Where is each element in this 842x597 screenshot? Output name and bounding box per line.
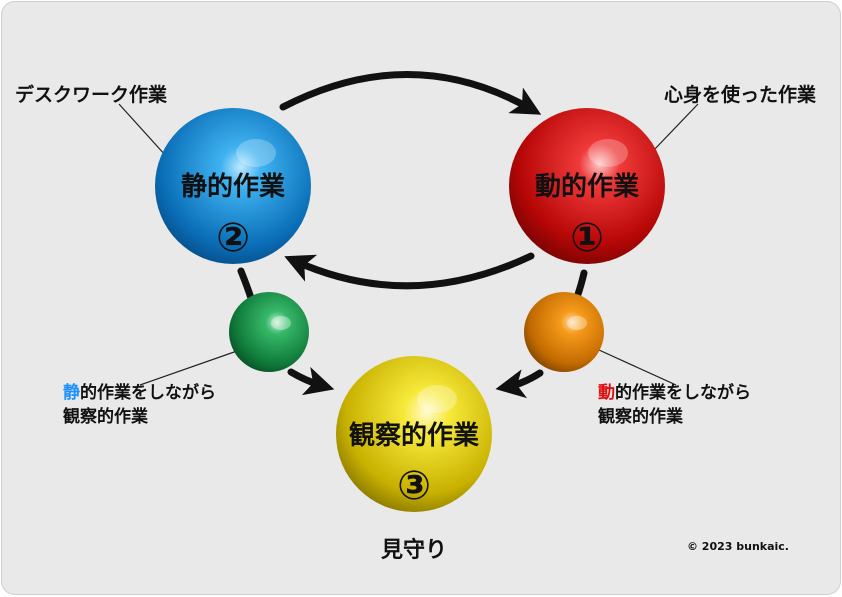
dynamic-ball-number: ① (570, 215, 604, 261)
static-ball-title: 静的作業 (181, 171, 285, 202)
green-note-line1: 静的作業をしながら (63, 382, 216, 403)
orange-connector-ball (524, 292, 604, 372)
dynamic-work-ball (509, 108, 665, 264)
observe-ball-title: 観察的作業 (349, 420, 479, 451)
observe-work-ball (336, 356, 492, 512)
dynamic-ball-highlight (588, 139, 628, 167)
green-note-highlight: 静 (63, 382, 80, 403)
leader-line-orange-note (598, 349, 677, 386)
orange-note-line2: 観察的作業 (598, 406, 683, 427)
orange-note-highlight: 動 (598, 382, 615, 403)
connector-static-to-green (237, 267, 255, 302)
arrow-orange-to-observe (495, 369, 544, 399)
observe-ball-highlight (417, 385, 457, 413)
green-ball-highlight (271, 316, 291, 330)
static-ball-highlight (236, 139, 276, 167)
connector-dynamic-to-orange (573, 269, 588, 301)
leader-line-body-work (652, 103, 699, 152)
leader-line-green-note (139, 350, 238, 386)
arrow-static-to-dynamic (279, 71, 542, 115)
orange-note-rest: 的作業をしながら (615, 382, 751, 403)
observe-ball-number: ③ (397, 463, 431, 509)
green-note-rest: 的作業をしながら (80, 382, 216, 403)
static-ball-number: ② (216, 215, 250, 261)
body-work-label: 心身を使った作業 (664, 83, 817, 106)
arrow-dynamic-to-static (284, 252, 535, 290)
green-connector-ball (229, 292, 309, 372)
orange-ball-highlight (567, 316, 587, 330)
desk-work-label: デスクワーク作業 (15, 83, 168, 106)
static-work-ball (155, 108, 311, 264)
bottom-title: 見守り (381, 537, 447, 563)
green-note-line2: 観察的作業 (63, 406, 148, 427)
copyright-text: © 2023 bunkaic. (687, 540, 789, 553)
dynamic-ball-title: 動的作業 (535, 171, 639, 202)
orange-note-line1: 動的作業をしながら (598, 382, 751, 403)
arrow-green-to-observe (287, 366, 335, 396)
leader-line-desk-work (118, 103, 167, 157)
